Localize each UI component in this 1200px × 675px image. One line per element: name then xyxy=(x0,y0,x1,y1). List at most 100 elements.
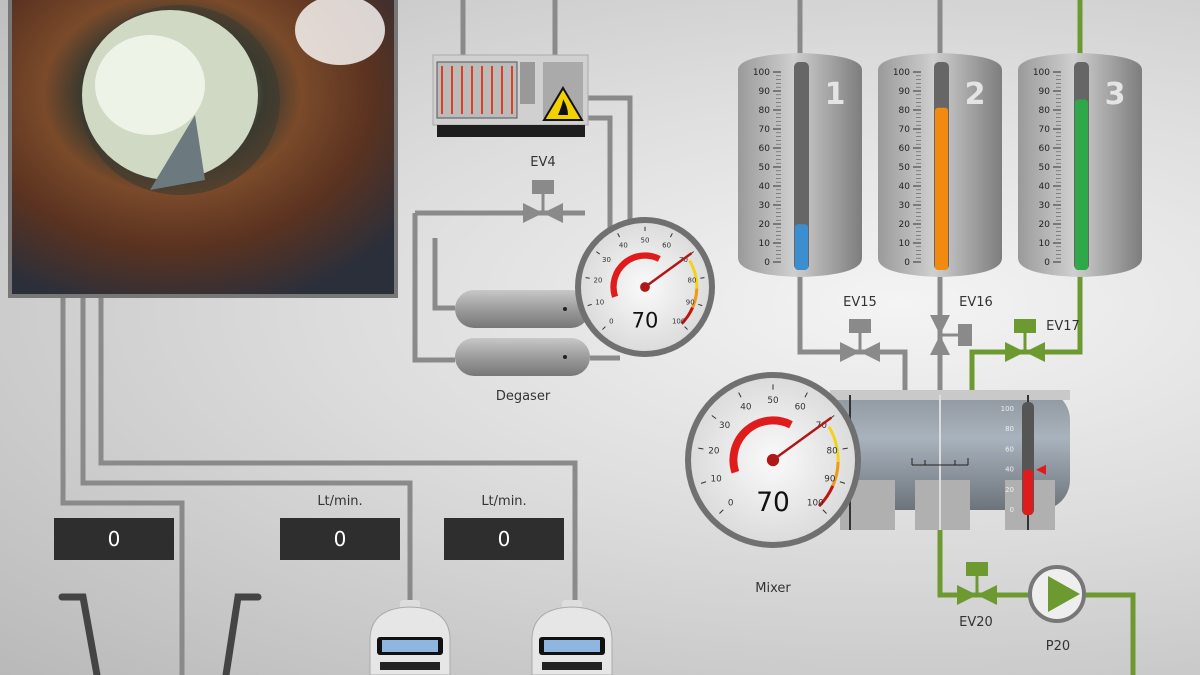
valve-ev16[interactable] xyxy=(930,315,972,355)
gauge-tick-label: 60 xyxy=(662,242,671,250)
valve-ev4[interactable] xyxy=(523,180,563,223)
tank-tick-label: 20 xyxy=(759,220,771,230)
gauge-tick-label: 40 xyxy=(740,403,752,413)
tank-number: 2 xyxy=(965,77,986,112)
gauge-tick-label: 90 xyxy=(686,299,695,307)
tank-tick-label: 30 xyxy=(1039,201,1051,211)
tank-tick-label: 40 xyxy=(1039,182,1051,192)
pump-p20[interactable] xyxy=(1028,565,1086,623)
tank-level-fill xyxy=(795,224,808,270)
pipes xyxy=(60,0,943,675)
valve-ev17[interactable] xyxy=(1005,319,1045,362)
flow-display-3: 0 xyxy=(444,518,564,560)
mixer-level-tick: 0 xyxy=(1010,506,1014,514)
gauge-tick-label: 80 xyxy=(827,447,839,457)
flow-display-1: 0 xyxy=(54,518,174,560)
gauge-value: 70 xyxy=(632,309,659,333)
gauge-tick-label: 80 xyxy=(688,277,697,285)
degaser-label: Degaser xyxy=(496,389,551,404)
ev17-label: EV17 xyxy=(1046,319,1080,334)
tank-number: 1 xyxy=(825,77,846,112)
gauge-tick-label: 10 xyxy=(595,299,604,307)
tank-tick-label: 50 xyxy=(759,163,771,173)
tank-tick-label: 70 xyxy=(759,125,771,135)
mixer-level-fill xyxy=(1023,469,1033,515)
tank-tick-label: 100 xyxy=(1033,68,1050,78)
tank-tick-label: 80 xyxy=(1039,106,1051,116)
mixer-level-tick: 20 xyxy=(1005,486,1014,494)
tank-tick-label: 60 xyxy=(759,144,771,154)
tank-tick-label: 0 xyxy=(1044,258,1050,268)
camera-feed[interactable] xyxy=(8,0,398,298)
tank-tick-label: 90 xyxy=(1039,87,1051,97)
tank-tick-label: 50 xyxy=(899,163,911,173)
gauge-tick-label: 50 xyxy=(767,396,779,406)
tank-tick-label: 40 xyxy=(759,182,771,192)
pump-label: P20 xyxy=(1046,639,1070,654)
tank-tick-label: 100 xyxy=(753,68,770,78)
mixer-label: Mixer xyxy=(755,581,791,596)
flow-unit-3: Lt/min. xyxy=(481,494,527,509)
gauge-tick-label: 0 xyxy=(609,318,613,326)
truck-icon-2 xyxy=(531,600,613,675)
tank-tick-label: 20 xyxy=(1039,220,1051,230)
flow-unit-2: Lt/min. xyxy=(317,494,363,509)
gauge-tick-label: 60 xyxy=(795,403,807,413)
tank-tick-label: 40 xyxy=(899,182,911,192)
tank-tick-label: 80 xyxy=(899,106,911,116)
degaser-tanks xyxy=(455,290,590,376)
gauge-tick-label: 100 xyxy=(807,498,824,508)
tank-tick-label: 20 xyxy=(899,220,911,230)
gauge-needle xyxy=(772,416,833,462)
mixer-pressure-gauge: 010203040506070809010070 xyxy=(685,372,861,548)
active-pipes xyxy=(937,0,1136,675)
tank-tick-label: 70 xyxy=(899,125,911,135)
hopper-icon xyxy=(58,593,262,675)
valve-ev15[interactable] xyxy=(840,319,880,362)
gauge-tick-label: 100 xyxy=(672,318,685,326)
tank-tick-label: 10 xyxy=(1039,239,1051,249)
degaser-pressure-gauge: 010203040506070809010070 xyxy=(575,217,715,357)
flow-display-2: 0 xyxy=(280,518,400,560)
ev4-label: EV4 xyxy=(530,155,555,170)
tank-tick-label: 70 xyxy=(1039,125,1051,135)
gauge-tick-label: 10 xyxy=(710,474,722,484)
tank-tick-label: 30 xyxy=(759,201,771,211)
tank-tick-label: 0 xyxy=(904,258,910,268)
gauge-tick-label: 20 xyxy=(594,277,603,285)
tank-tick-label: 10 xyxy=(759,239,771,249)
tank-number: 3 xyxy=(1105,77,1126,112)
tank-tick-label: 80 xyxy=(759,106,771,116)
ev16-label: EV16 xyxy=(959,295,993,310)
pump-icon xyxy=(1048,576,1080,612)
tank-level-fill xyxy=(1075,99,1088,270)
valve-ev20[interactable] xyxy=(957,562,997,605)
tank-level-fill xyxy=(935,107,948,270)
tank-tick-label: 50 xyxy=(1039,163,1051,173)
mixer-level-tick: 60 xyxy=(1005,445,1014,453)
gauge-tick-label: 0 xyxy=(728,498,734,508)
gauge-tick-label: 90 xyxy=(824,474,836,484)
mixer-level-tick: 100 xyxy=(1001,405,1014,413)
setpoint-marker xyxy=(1036,464,1046,475)
tank-tick-label: 90 xyxy=(759,87,771,97)
tank-tick-label: 90 xyxy=(899,87,911,97)
ev15-label: EV15 xyxy=(843,295,877,310)
mixer-level-tick: 80 xyxy=(1005,425,1014,433)
ev20-label: EV20 xyxy=(959,615,993,630)
heater-icon xyxy=(432,54,589,137)
tank-tick-label: 10 xyxy=(899,239,911,249)
gauge-tick-label: 50 xyxy=(641,236,650,244)
mixer-level-tick: 40 xyxy=(1005,466,1014,474)
tank-tick-label: 60 xyxy=(899,144,911,154)
truck-icon-1 xyxy=(369,600,451,675)
mixer-level-indicator: 100 80 60 40 20 0 xyxy=(1001,402,1046,515)
gauge-tick-label: 40 xyxy=(619,242,628,250)
tank-tick-label: 30 xyxy=(899,201,911,211)
tank-tick-label: 0 xyxy=(764,258,770,268)
gauge-tick-label: 30 xyxy=(602,256,611,264)
tank-tick-label: 100 xyxy=(893,68,910,78)
